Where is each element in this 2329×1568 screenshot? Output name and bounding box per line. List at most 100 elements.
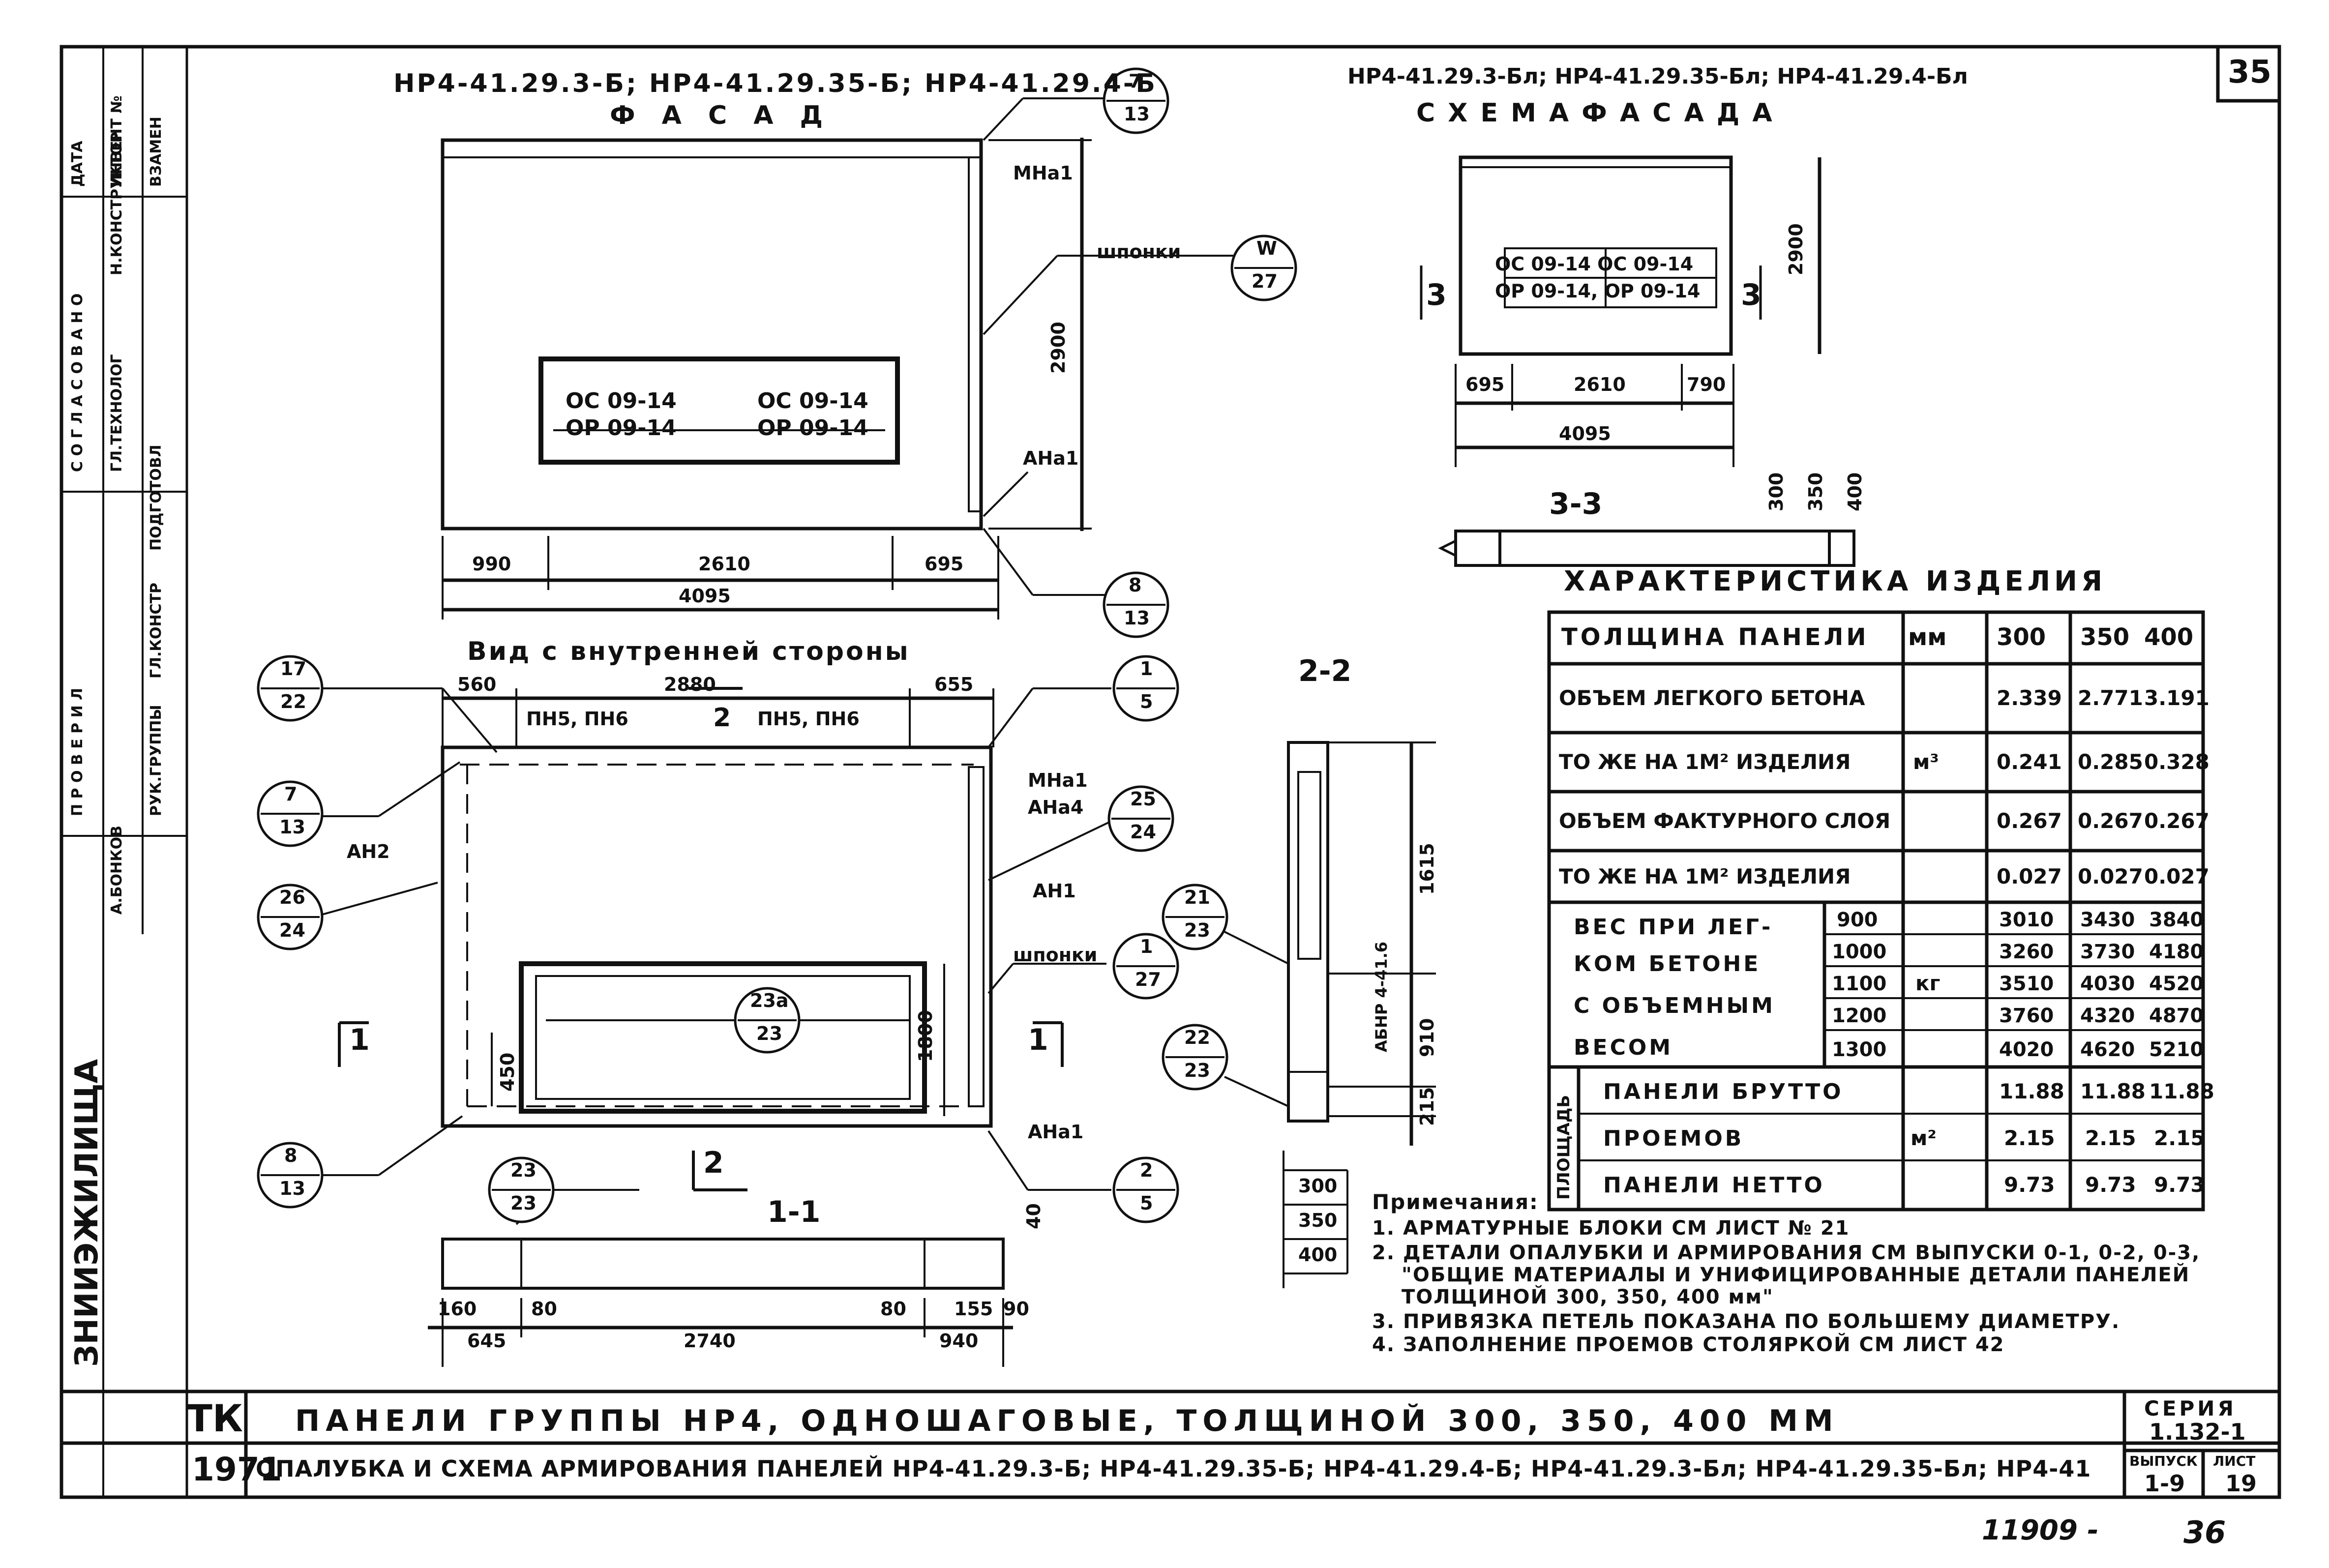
area-gross-300: 11.88 — [1999, 1079, 2064, 1103]
scheme-dim-2610: 2610 — [1574, 374, 1626, 395]
callout-23a-bot: 23 — [756, 1023, 782, 1044]
note-2b: "ОБЩИЕ МАТЕРИАЛЫ И УНИФИЦИРОВАННЫЕ ДЕТАЛ… — [1402, 1264, 2190, 1286]
callout-25-24-top: 25 — [1130, 788, 1156, 810]
inner-window — [519, 961, 927, 1114]
inner-title: Вид с внутренней стороны — [467, 637, 910, 666]
scheme-mark-right: 3 — [1741, 278, 1762, 312]
strip-date: ДАТА — [69, 141, 86, 187]
section-11-dim-90: 90 — [1003, 1298, 1029, 1320]
inner-section-mark-left: 1 — [349, 1023, 370, 1057]
weight-1300-400: 5210 — [2149, 1038, 2204, 1061]
strip-role1: ГЛ.ТЕХНОЛОГ — [108, 354, 125, 472]
callout-21-23-top: 21 — [1184, 887, 1210, 908]
table-head-unit: мм — [1908, 623, 1947, 651]
table-head-400: 400 — [2144, 623, 2194, 651]
characteristics-title: ХАРАКТЕРИСТИКА ИЗДЕЛИЯ — [1564, 565, 2107, 597]
callout-1-27-bot: 27 — [1135, 969, 1161, 990]
callout-1-27-top: 1 — [1140, 936, 1153, 957]
inner-dim-655: 655 — [934, 674, 974, 695]
footer-left: 11909 - — [1982, 1514, 2099, 1546]
section-22-label: АБНР 4-41.6 — [1372, 941, 1391, 1052]
row-fact-label: ОБЪЕМ ФАКТУРНОГО СЛОЯ — [1559, 809, 1891, 833]
callout-7-13-in-top: 7 — [284, 783, 298, 805]
inner-panel — [441, 745, 993, 1128]
scheme-dim-2900: 2900 — [1785, 223, 1807, 275]
notes-title: Примечания: — [1372, 1190, 1539, 1214]
title-line-1: ПАНЕЛИ ГРУППЫ НР4, ОДНОШАГОВЫЕ, ТОЛЩИНОЙ… — [295, 1404, 1839, 1438]
facade-dim-4095: 4095 — [679, 585, 731, 607]
weight-900-350: 3430 — [2080, 909, 2135, 931]
characteristics-table — [1547, 610, 2205, 1212]
strip-role-a: РУК.ГРУППЫ — [148, 705, 165, 816]
callout-22-23-top: 22 — [1184, 1027, 1210, 1048]
row-fact1m-300: 0.027 — [1997, 864, 2062, 888]
scheme-window-1: ОС 09-14 ОС 09-14 — [1495, 253, 1694, 275]
weight-label-1: ВЕС ПРИ ЛЕГ- — [1574, 915, 1773, 940]
row-fact-400: 0.267 — [2144, 809, 2210, 833]
scheme-dim-695: 695 — [1465, 374, 1505, 395]
weight-1100-400: 4520 — [2149, 973, 2204, 995]
scheme-subtitle: С Х Е М А Ф А С А Д А — [1416, 98, 1774, 128]
inner-label-pn-right: ПН5, ПН6 — [757, 708, 860, 730]
callout-8-13-in-bot: 13 — [279, 1178, 305, 1199]
note-3: 3. ПРИВЯЗКА ПЕТЕЛЬ ПОКАЗАНА ПО БОЛЬШЕМУ … — [1372, 1310, 2120, 1333]
facade-title: НР4-41.29.3-Б; НР4-41.29.35-Б; НР4-41.29… — [393, 69, 1158, 98]
row-fact-350: 0.267 — [2078, 809, 2143, 833]
weight-label-3: С ОБЪЕМНЫМ — [1574, 993, 1775, 1018]
weight-900-400: 3840 — [2149, 909, 2204, 931]
section-11-dim-80-right: 80 — [880, 1298, 906, 1320]
weight-1300-350: 4620 — [2080, 1038, 2135, 1061]
callout-7-13-top: 7 — [1129, 70, 1142, 92]
area-row-net-label: ПАНЕЛИ НЕТТО — [1603, 1173, 1825, 1198]
note-2: 2. ДЕТАЛИ ОПАЛУБКИ И АРМИРОВАНИЯ СМ ВЫПУ… — [1372, 1242, 2201, 1264]
facade-dim-695: 695 — [925, 553, 964, 575]
callout-21-23-bot: 23 — [1184, 919, 1210, 941]
weight-label-4: ВЕСОМ — [1574, 1035, 1673, 1060]
inner-label-ana1: АНа1 — [1028, 1121, 1084, 1143]
inner-section-mark-right: 1 — [1028, 1023, 1048, 1057]
strip-org: ЗНИИЭЖИЛИЩА — [69, 1059, 105, 1367]
weight-1000-300: 3260 — [1999, 941, 2054, 963]
inner-label-2-top: 2 — [713, 703, 731, 733]
facade-dim-2900: 2900 — [1047, 322, 1069, 374]
section-22-dim-1615: 1615 — [1416, 843, 1438, 895]
section-11-dim-160: 160 — [438, 1298, 477, 1320]
weight-1200-350: 4320 — [2080, 1005, 2135, 1027]
weight-1200-300: 3760 — [1999, 1005, 2054, 1027]
row-vol-400: 3.191 — [2144, 686, 2210, 710]
section-11-dim-155: 155 — [954, 1298, 993, 1320]
section-11-dim-80-left: 80 — [531, 1298, 557, 1320]
area-net-400: 9.73 — [2154, 1173, 2205, 1197]
section-11-dim-940: 940 — [939, 1330, 979, 1352]
inner-label-an1: АН1 — [1033, 880, 1076, 902]
facade-window-text-3: ОС 09-14 — [757, 388, 868, 414]
row-fact1m-400: 0.027 — [2144, 864, 2210, 888]
row-vol1m-350: 0.285 — [2078, 750, 2143, 774]
area-net-300: 9.73 — [2004, 1173, 2055, 1197]
weight-1300-300: 4020 — [1999, 1038, 2054, 1061]
callout-8-13-in-top: 8 — [284, 1145, 298, 1166]
row-vol-300: 2.339 — [1997, 686, 2062, 710]
scheme-panel — [1459, 155, 1733, 356]
inner-label-mna1: МНа1 — [1028, 769, 1088, 791]
callout-17-22-top: 17 — [280, 658, 306, 680]
inner-dim-450: 450 — [497, 1052, 518, 1092]
area-gross-400: 11.88 — [2149, 1079, 2214, 1103]
callout-8-13-bot: 13 — [1124, 607, 1150, 629]
section-11-dim-2740: 2740 — [684, 1330, 736, 1352]
title-line-2: ОПАЛУБКА И СХЕМА АРМИРОВАНИЯ ПАНЕЛЕЙ НР4… — [256, 1455, 2091, 1482]
callout-1-5-bot: 5 — [1140, 691, 1153, 712]
callout-17-22-bot: 22 — [280, 691, 306, 712]
inner-dim-1800: 1800 — [915, 1010, 936, 1062]
inner-label-shponki: шпонки — [1013, 944, 1098, 966]
scheme-mark-left: 3 — [1426, 278, 1447, 312]
callout-7-13-bot: 13 — [1124, 103, 1150, 125]
row-fact1m-350: 0.027 — [2078, 864, 2143, 888]
weight-1000-400: 4180 — [2149, 941, 2204, 963]
weight-1100-300: 3510 — [1999, 973, 2054, 995]
table-head-350: 350 — [2080, 623, 2130, 651]
note-4: 4. ЗАПОЛНЕНИЕ ПРОЕМОВ СТОЛЯРКОЙ СМ ЛИСТ … — [1372, 1333, 2005, 1356]
scheme-window-2: ОР 09-14, ОР 09-14 — [1495, 280, 1701, 302]
section-33-dim-350: 350 — [1805, 472, 1826, 511]
strip-header: С О Г Л А С О В А Н О — [69, 293, 86, 472]
